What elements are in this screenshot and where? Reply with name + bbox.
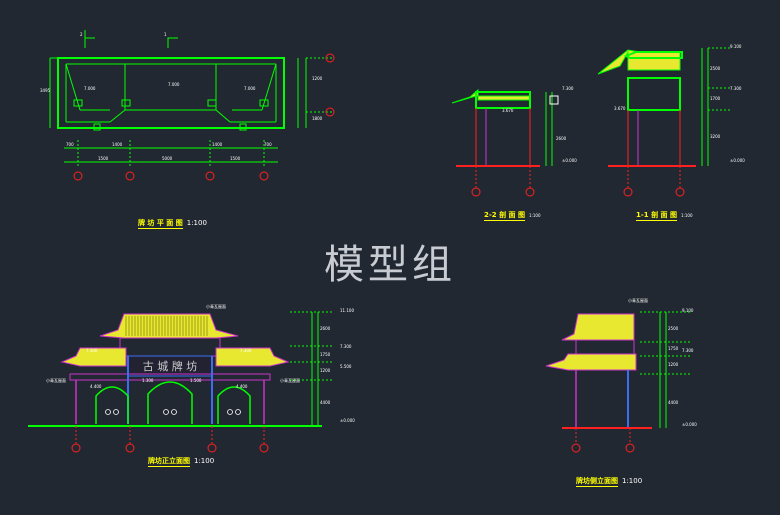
side-lower-roof (545, 353, 637, 371)
svg-text:2600: 2600 (556, 136, 567, 141)
svg-text:1200: 1200 (320, 368, 331, 373)
svg-text:±0.000: ±0.000 (682, 422, 697, 427)
svg-text:7.300: 7.300 (730, 86, 742, 91)
svg-text:7.300: 7.300 (562, 86, 574, 91)
watermark: 模型组 (324, 242, 456, 288)
svg-text:700: 700 (264, 142, 272, 147)
svg-text:1500: 1500 (98, 156, 109, 161)
plan-title-text: 牌 坊 平 面 图 (138, 219, 183, 229)
svg-text:3.670: 3.670 (502, 108, 514, 113)
svg-text:9.100: 9.100 (682, 308, 694, 313)
svg-text:4.400: 4.400 (90, 384, 102, 389)
svg-text:1400: 1400 (212, 142, 223, 147)
section11-title-text: 1-1 剖 面 图 (636, 211, 677, 221)
svg-text:1700: 1700 (710, 96, 721, 101)
svg-text:小青瓦屋面: 小青瓦屋面 (280, 377, 300, 383)
svg-text:小青瓦屋面: 小青瓦屋面 (46, 377, 66, 383)
side-scale: 1:100 (622, 477, 643, 485)
svg-text:5000: 5000 (162, 156, 173, 161)
front-arch-right (217, 386, 251, 424)
svg-text:11.100: 11.100 (340, 308, 354, 313)
svg-text:700: 700 (66, 142, 74, 147)
side-title-text: 牌坊侧立面图 (576, 477, 618, 487)
side-elevation: 9.100 7.300 ±0.000 2500 1750 1200 4400 小… (545, 297, 697, 453)
front-arch-left (95, 386, 129, 424)
svg-text:1750: 1750 (668, 346, 679, 351)
svg-text:±0.000: ±0.000 (340, 418, 355, 423)
svg-text:3495: 3495 (40, 88, 51, 93)
svg-text:1500: 1500 (230, 156, 241, 161)
section11-scale: 1:100 (680, 213, 693, 218)
section11-roof (597, 49, 681, 75)
svg-text:7.300: 7.300 (340, 344, 352, 349)
section22-beam (475, 91, 531, 109)
front-title-text: 牌坊正立面图 (148, 457, 190, 467)
axis-bubble (325, 53, 335, 63)
section-1-1: 9.100 2500 1700 7.300 3200 ±0.000 3.670 (597, 44, 745, 197)
svg-text:2500: 2500 (710, 66, 721, 71)
svg-text:1.500: 1.500 (190, 378, 202, 383)
axis-bubble (205, 171, 215, 181)
front-right-roof (215, 347, 290, 367)
svg-text:7.000: 7.000 (244, 86, 256, 91)
svg-text:7.000: 7.000 (168, 82, 180, 87)
svg-text:7.000: 7.000 (84, 86, 96, 91)
axis-bubble (125, 171, 135, 181)
section22-roof (451, 88, 531, 104)
svg-text:1: 1 (164, 32, 167, 37)
svg-text:9.100: 9.100 (730, 44, 742, 49)
svg-text:5.500: 5.500 (340, 364, 352, 369)
front-scale: 1:100 (194, 457, 215, 465)
section-2-2: 7.300 2600 ±0.000 3.670 (451, 86, 577, 197)
front-elevation: 古 城 牌 坊 (28, 303, 355, 453)
svg-text:小青瓦屋面: 小青瓦屋面 (628, 297, 648, 303)
plan-scale: 1:100 (186, 219, 207, 227)
svg-text:1400: 1400 (112, 142, 123, 147)
section11-beam (627, 77, 681, 111)
svg-text:小青瓦屋面: 小青瓦屋面 (206, 303, 226, 309)
front-arch-center (147, 381, 193, 424)
svg-text:2500: 2500 (668, 326, 679, 331)
svg-text:1800: 1800 (312, 116, 323, 121)
section22-scale: 1:100 (528, 213, 541, 218)
axis-bubble (73, 171, 83, 181)
svg-text:4400: 4400 (668, 400, 679, 405)
plan-view (49, 30, 332, 168)
svg-text:3.670: 3.670 (614, 106, 626, 111)
svg-text:4400: 4400 (320, 400, 331, 405)
front-left-roof (60, 347, 127, 367)
svg-text:±0.000: ±0.000 (730, 158, 745, 163)
svg-text:4.400: 4.400 (236, 384, 248, 389)
plan-dim-text: 5000 1500 1500 1400 1400 700 700 1200 18… (40, 32, 323, 161)
svg-text:2: 2 (80, 32, 83, 37)
svg-text:1200: 1200 (312, 76, 323, 81)
svg-text:3200: 3200 (710, 134, 721, 139)
svg-text:7.300: 7.300 (682, 348, 694, 353)
axis-bubble (325, 107, 335, 117)
svg-text:1.300: 1.300 (142, 378, 154, 383)
plaque-text: 古 城 牌 坊 (143, 359, 198, 373)
svg-text:1200: 1200 (668, 362, 679, 367)
front-title: 牌坊正立面图 1:100 (148, 456, 215, 467)
section22-title-text: 2-2 剖 面 图 (484, 211, 525, 221)
svg-text:±0.000: ±0.000 (562, 158, 577, 163)
svg-text:1750: 1750 (320, 352, 331, 357)
axis-bubble (259, 171, 269, 181)
svg-text:2600: 2600 (320, 326, 331, 331)
svg-text:7.300: 7.300 (86, 348, 98, 353)
plan-axis-bubbles (73, 53, 335, 181)
svg-text:7.300: 7.300 (240, 348, 252, 353)
side-title: 牌坊侧立面图 1:100 (576, 476, 643, 487)
